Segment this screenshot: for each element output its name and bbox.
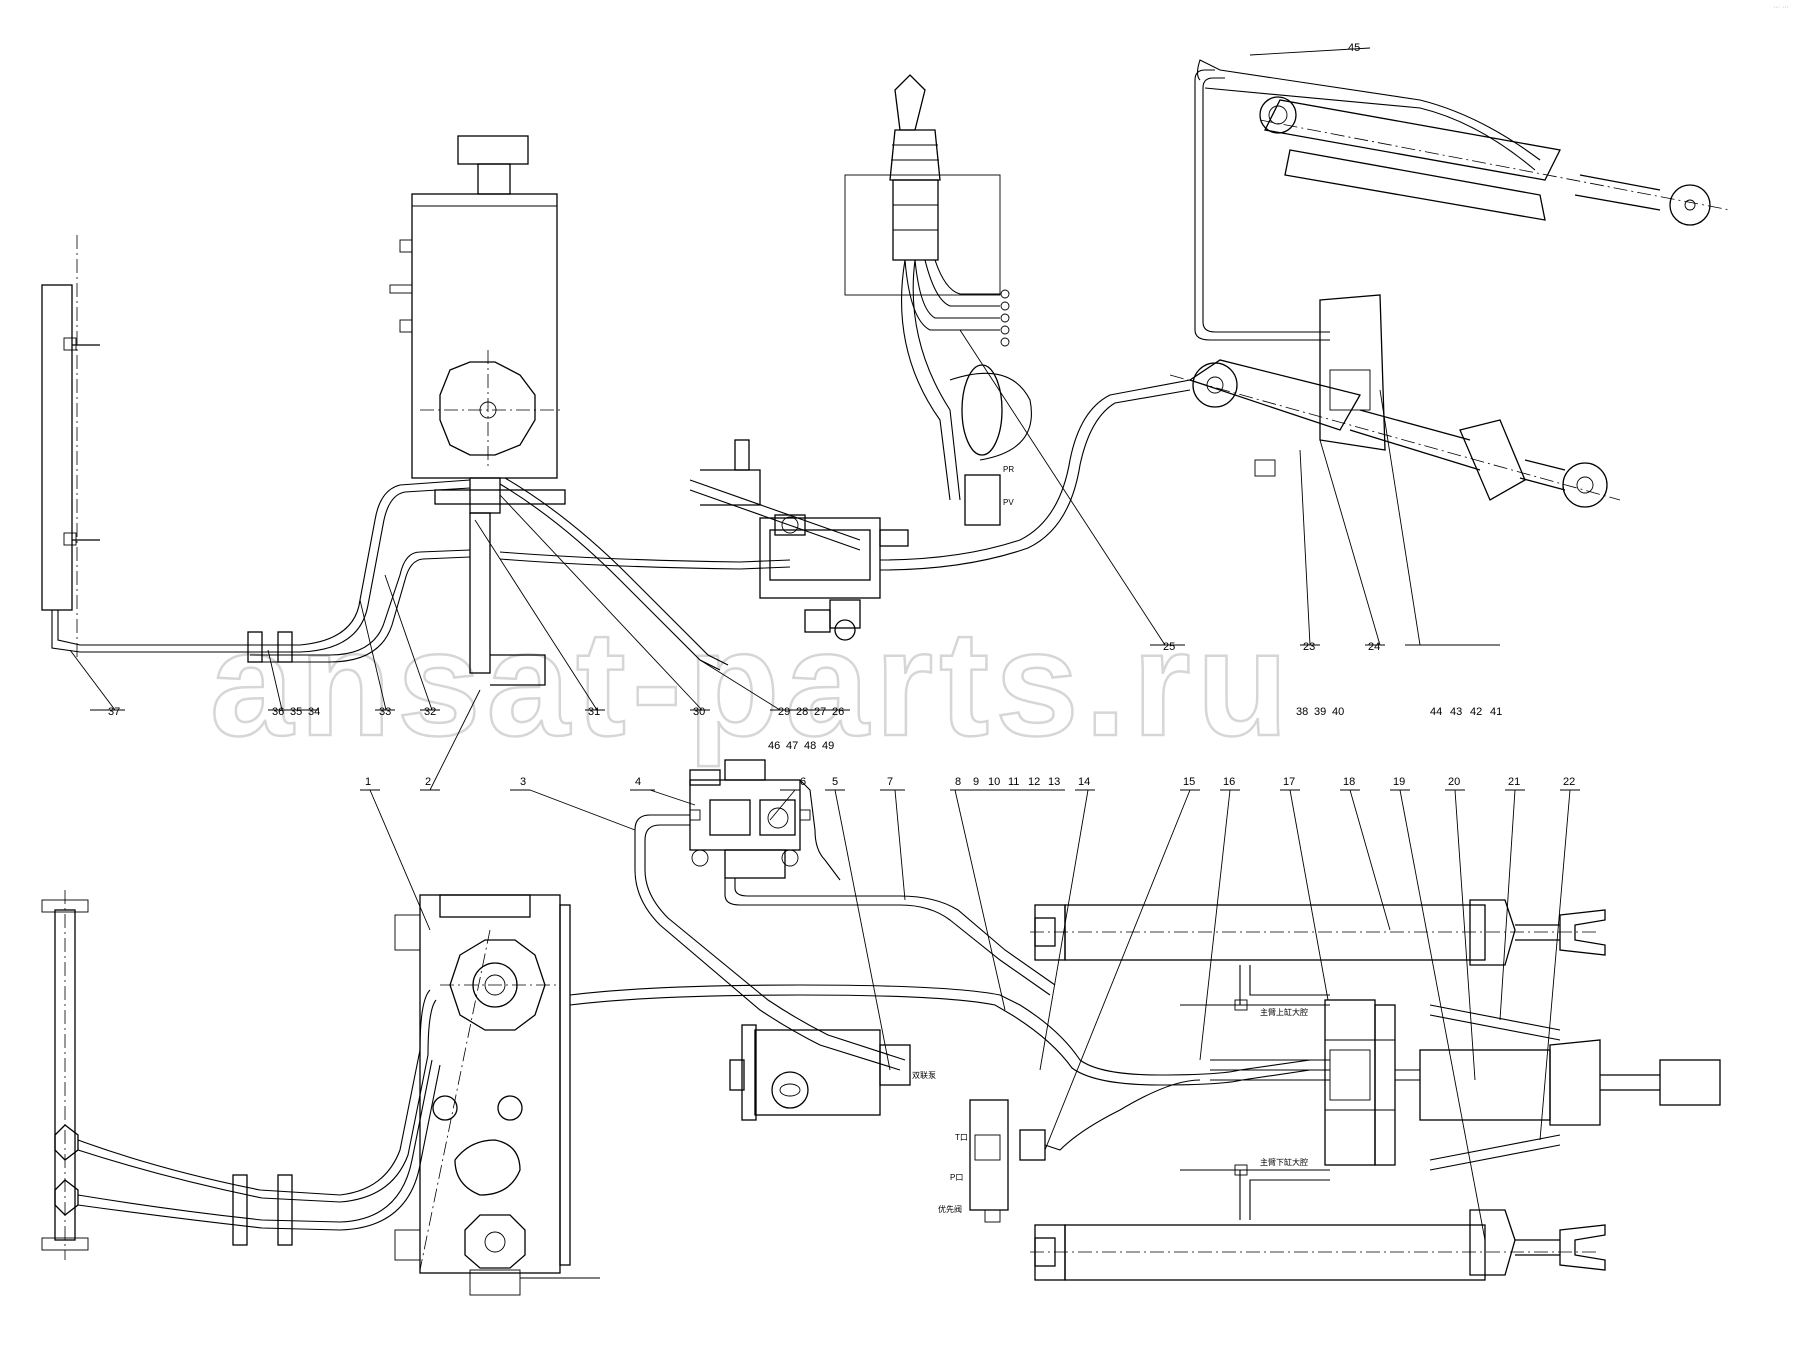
- corner-mark: ··· ···: [1773, 4, 1789, 11]
- callout-29: 29: [778, 706, 790, 718]
- callout-5: 5: [832, 776, 838, 788]
- callout-10: 10: [988, 776, 1000, 788]
- callout-2: 2: [425, 776, 431, 788]
- callout-15: 15: [1183, 776, 1195, 788]
- callout-40: 40: [1332, 706, 1344, 718]
- lift-cylinder-bottom: [1030, 1209, 1606, 1281]
- callout-36: 36: [272, 706, 284, 718]
- priority-valve: T口 P口 优先阀: [938, 1079, 1201, 1223]
- part-callouts: 45 37 36 35 34 33 32 31 30 29 28 27 26 2…: [108, 42, 1575, 788]
- t-port-label: T口: [955, 1133, 968, 1142]
- callout-1: 1: [365, 776, 371, 788]
- main-small-chamber-label: 主臂下缸大腔: [1260, 1157, 1308, 1167]
- callout-14: 14: [1078, 776, 1090, 788]
- callout-8: 8: [955, 776, 961, 788]
- pump-note-label: 双联泵: [912, 1071, 936, 1080]
- callout-27: 27: [814, 706, 826, 718]
- callout-47: 47: [786, 740, 798, 752]
- hydraulic-tank-upper: [389, 135, 566, 686]
- callout-23: 23: [1303, 641, 1315, 653]
- callout-30: 30: [693, 706, 705, 718]
- main-big-chamber-label: 主臂上缸大腔: [1260, 1007, 1308, 1017]
- callout-11: 11: [1008, 776, 1019, 788]
- boom-cylinder-upper: [1194, 47, 1731, 341]
- callout-42: 42: [1470, 706, 1482, 718]
- callout-45: 45: [1348, 42, 1360, 54]
- callout-7: 7: [887, 776, 893, 788]
- tilt-cylinder: [1419, 1004, 1721, 1171]
- callout-32: 32: [424, 706, 436, 718]
- callout-43: 43: [1450, 706, 1462, 718]
- p-port-label: P口: [950, 1173, 963, 1182]
- control-valve-manifold: 主臂上缸大腔 主臂下缸大腔: [1180, 965, 1420, 1220]
- pr-port-label: PR: [1003, 465, 1014, 474]
- callout-22: 22: [1563, 776, 1575, 788]
- callout-28: 28: [796, 706, 808, 718]
- radiator-lower: [41, 890, 89, 1260]
- callout-37: 37: [108, 706, 120, 718]
- callout-9: 9: [973, 776, 979, 788]
- callout-19: 19: [1393, 776, 1405, 788]
- boom-cylinder-middle: [1169, 294, 1621, 508]
- callout-38: 38: [1296, 706, 1308, 718]
- callout-20: 20: [1448, 776, 1460, 788]
- callout-18: 18: [1343, 776, 1355, 788]
- callout-21: 21: [1508, 776, 1520, 788]
- callout-13: 13: [1048, 776, 1060, 788]
- callout-24: 24: [1368, 641, 1380, 653]
- callout-25: 25: [1163, 641, 1175, 653]
- callout-41: 41: [1490, 706, 1502, 718]
- callout-33: 33: [379, 706, 391, 718]
- main-pump-cluster: [634, 759, 1056, 1071]
- callout-4: 4: [635, 776, 641, 788]
- priority-valve-label: 优先阀: [938, 1204, 962, 1214]
- callout-6: 6: [800, 776, 806, 788]
- callout-31: 31: [588, 706, 600, 718]
- callout-39: 39: [1314, 706, 1326, 718]
- callout-16: 16: [1223, 776, 1235, 788]
- watermark-text: ansat-parts.ru: [210, 599, 1294, 767]
- callout-35: 35: [290, 706, 302, 718]
- lift-cylinder-top: [1030, 899, 1606, 966]
- callout-44: 44: [1430, 706, 1442, 718]
- radiator-upper: [41, 235, 250, 660]
- callout-34: 34: [308, 706, 320, 718]
- pilot-control: PR PV: [844, 74, 1032, 526]
- callout-46: 46: [768, 740, 780, 752]
- callout-49: 49: [822, 740, 834, 752]
- callout-48: 48: [804, 740, 816, 752]
- callout-3: 3: [520, 776, 526, 788]
- hydraulic-tank-lower: [394, 894, 600, 1296]
- callout-26: 26: [832, 706, 844, 718]
- auxiliary-pump: 双联泵: [729, 1024, 936, 1121]
- callout-12: 12: [1028, 776, 1040, 788]
- pump-assembly-upper: [689, 439, 909, 641]
- pv-port-label: PV: [1003, 498, 1014, 507]
- callout-17: 17: [1283, 776, 1295, 788]
